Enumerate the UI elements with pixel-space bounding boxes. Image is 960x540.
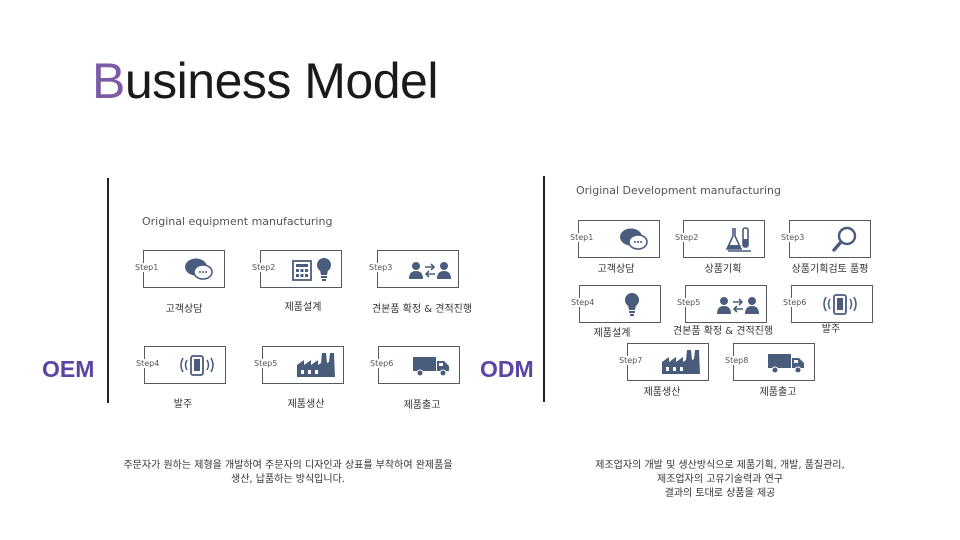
step-label: Step1 (569, 233, 595, 242)
step-label: Step2 (251, 263, 277, 272)
magnifier-icon (830, 225, 860, 253)
step-label: Step7 (618, 356, 644, 365)
phone-vibrate-icon (175, 351, 219, 379)
odm-description: 제조업자의 개발 및 생산방식으로 제품기획, 개발, 품질관리, 제조업자의 … (540, 459, 900, 501)
step-label: Step4 (570, 298, 596, 307)
odm-step-8-caption: 제품출고 (759, 387, 797, 398)
odm-step-4-caption: 제품설계 (593, 328, 631, 339)
people-exchange-icon (716, 290, 760, 318)
step-label: Step3 (368, 263, 394, 272)
step-label: Step6 (782, 298, 808, 307)
odm-subtitle: Original Development manufacturing (576, 184, 781, 197)
calculator-bulb-icon (291, 255, 335, 283)
people-exchange-icon (408, 255, 452, 283)
oem-step-2: Step2 (251, 250, 342, 288)
odm-step-5: Step5 (676, 285, 767, 323)
odm-step-1-caption: 고객상담 (597, 264, 635, 275)
odm-step-3-caption: 상품기획검토 품평 (791, 264, 869, 275)
oem-description-line-1: 주문자가 원하는 제형을 개발하여 주문자의 디자인과 상표를 부착하여 완제품… (123, 460, 453, 471)
oem-step-5: Step5 (253, 346, 344, 384)
step-label: Step8 (724, 356, 750, 365)
oem-description-line-2: 생산, 납품하는 방식입니다. (231, 474, 345, 485)
oem-step-5-caption: 제품생산 (287, 399, 325, 410)
odm-step-6: Step6 (782, 285, 873, 323)
oem-step-4: Step4 (135, 346, 226, 384)
truck-icon (764, 348, 808, 376)
title-first-letter: B (92, 53, 125, 109)
oem-step-1-caption: 고객상담 (165, 304, 203, 315)
step-label: Step4 (135, 359, 161, 368)
odm-step-1: Step1 (569, 220, 660, 258)
oem-label: OEM (42, 356, 95, 382)
odm-step-4: Step4 (570, 285, 661, 323)
chat-bubbles-icon (184, 255, 214, 283)
factory-icon (658, 348, 702, 376)
step-label: Step6 (369, 359, 395, 368)
odm-description-line-2: 제조업자의 고유기술력과 연구 (657, 474, 783, 485)
odm-step-2: Step2 (674, 220, 765, 258)
truck-icon (409, 351, 453, 379)
oem-divider (107, 178, 109, 403)
odm-description-line-1: 제조업자의 개발 및 생산방식으로 제품기획, 개발, 품질관리, (595, 460, 845, 471)
step-label: Step5 (253, 359, 279, 368)
step-label: Step2 (674, 233, 700, 242)
step-label: Step5 (676, 298, 702, 307)
odm-description-line-3: 결과의 토대로 상품을 제공 (664, 488, 776, 499)
phone-vibrate-icon (818, 290, 862, 318)
page-title: Business Model (92, 52, 438, 110)
odm-step-3: Step3 (780, 220, 871, 258)
odm-step-5-caption: 견본품 확정 & 견적진행 (672, 326, 774, 337)
title-rest: usiness Model (124, 53, 439, 109)
odm-step-6-caption: 발주 (821, 324, 841, 335)
oem-step-4-caption: 발주 (173, 399, 193, 410)
odm-step-7-caption: 제품생산 (643, 387, 681, 398)
oem-step-6: Step6 (369, 346, 460, 384)
odm-divider (543, 176, 545, 402)
oem-subtitle: Original equipment manufacturing (142, 215, 333, 228)
oem-step-2-caption: 제품설계 (284, 302, 322, 313)
step-label: Step1 (134, 263, 160, 272)
oem-step-1: Step1 (134, 250, 225, 288)
oem-step-6-caption: 제품출고 (403, 400, 441, 411)
odm-step-7: Step7 (618, 343, 709, 381)
odm-step-2-caption: 상품기획 (704, 264, 742, 275)
odm-step-8: Step8 (724, 343, 815, 381)
lab-flask-icon (724, 225, 754, 253)
oem-description: 주문자가 원하는 제형을 개발하여 주문자의 디자인과 상표를 부착하여 완제품… (78, 459, 498, 487)
odm-label: ODM (480, 356, 534, 382)
factory-icon (293, 351, 337, 379)
lightbulb-icon (620, 290, 650, 318)
chat-bubbles-icon (619, 225, 649, 253)
oem-step-3: Step3 (368, 250, 459, 288)
step-label: Step3 (780, 233, 806, 242)
oem-step-3-caption: 견본품 확정 & 견적진행 (371, 304, 473, 315)
